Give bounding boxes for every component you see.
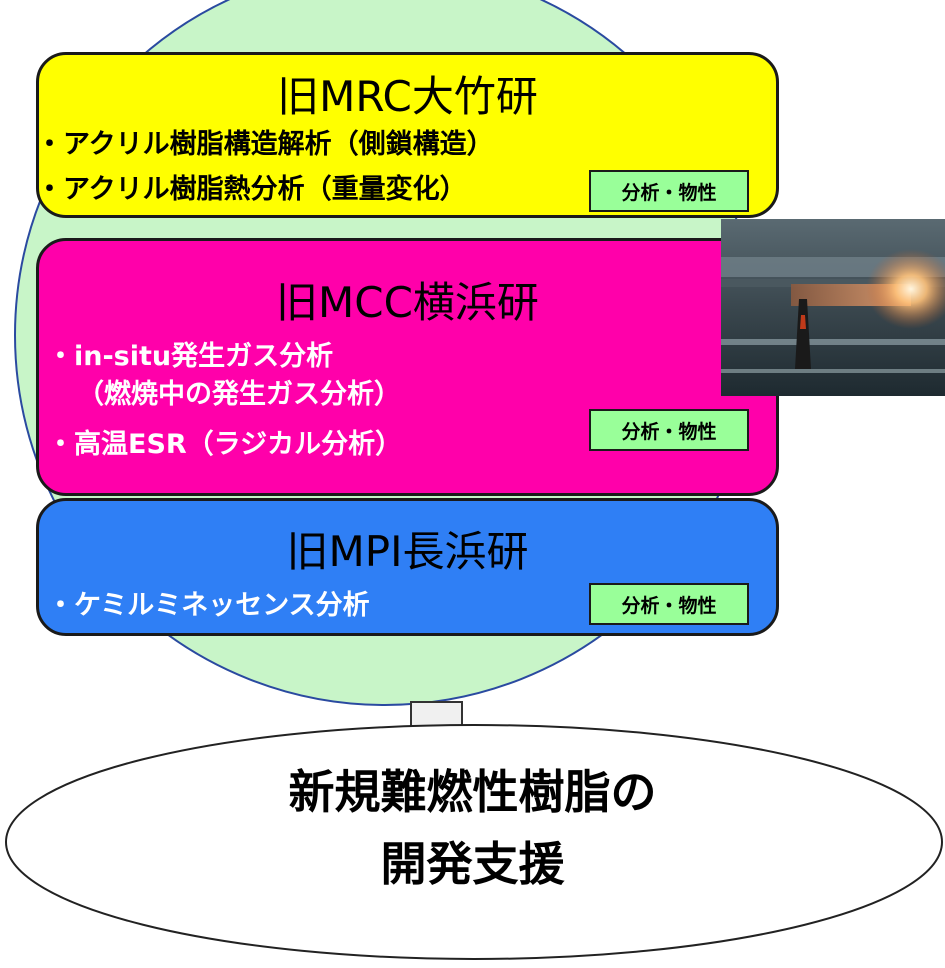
mrc-box: 旧MRC大竹研 ・アクリル樹脂構造解析（側鎖構造） ・アクリル樹脂熱分析（重量変… — [36, 52, 779, 218]
mrc-line-2: ・アクリル樹脂熱分析（重量変化） — [36, 174, 467, 205]
mcc-title: 旧MCC横浜研 — [276, 278, 539, 327]
mrc-title: 旧MRC大竹研 — [277, 72, 538, 121]
mcc-line-2: （燃焼中の発生ガス分析） — [77, 379, 401, 410]
mpi-line-1: ・ケミルミネッセンス分析 — [47, 590, 370, 621]
mpi-box: 旧MPI長浜研 ・ケミルミネッセンス分析 分析・物性 — [36, 498, 779, 636]
mpi-title: 旧MPI長浜研 — [286, 527, 529, 576]
mrc-line-1: ・アクリル樹脂構造解析（側鎖構造） — [36, 129, 494, 160]
mcc-line-1: ・in-situ発生ガス分析 — [47, 341, 334, 372]
goal-line-2: 開発支援 — [380, 837, 565, 891]
goal-line-1: 新規難燃性樹脂の — [288, 765, 657, 819]
goal-ellipse — [5, 724, 943, 960]
mcc-line-3: ・高温ESR（ラジカル分析） — [47, 429, 403, 460]
mcc-box: 旧MCC横浜研 ・in-situ発生ガス分析 （燃焼中の発生ガス分析） ・高温E… — [36, 238, 779, 496]
combustion-photo — [721, 219, 945, 396]
mrc-tag-badge: 分析・物性 — [589, 170, 749, 212]
mpi-tag-badge: 分析・物性 — [589, 583, 749, 625]
mcc-tag-badge: 分析・物性 — [589, 409, 749, 451]
